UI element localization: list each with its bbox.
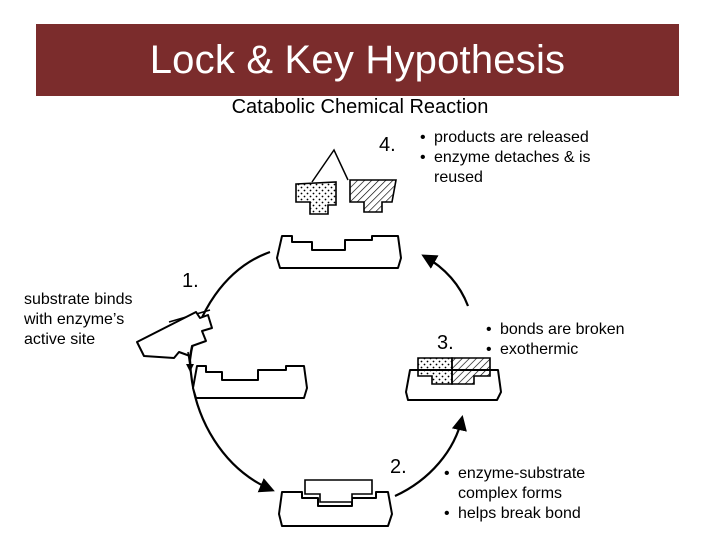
note-item: enzyme detaches & is reused [418,148,638,188]
substrate-bound [304,479,373,503]
step4-number: 4. [379,134,396,156]
step1-description: substrate binds with enzyme’s active sit… [24,291,133,348]
arrow-step3-to-step4 [421,254,470,307]
cycle-arrows [188,250,470,498]
step2-notes: enzyme-substrate complex forms helps bre… [442,464,622,524]
note-item: bonds are broken [484,320,664,340]
enzyme-step3 [405,369,502,401]
step1-number: 1. [182,270,199,292]
slide-title: Lock & Key Hypothesis [149,37,566,82]
product-dotted [295,181,337,215]
note-item: enzyme-substrate complex forms [442,464,622,504]
step2-number: 2. [390,456,407,478]
slide-subtitle: Catabolic Chemical Reaction [231,96,489,118]
step1-substrate-binding [136,309,308,399]
substrate [136,311,213,359]
arrow-step1-to-step2 [188,250,275,493]
title-banner: Lock & Key Hypothesis [36,24,679,96]
step3-number: 3. [437,332,454,354]
note-item: exothermic [484,340,664,360]
arrow-step2-to-step3 [394,414,467,498]
step2-complex [278,479,393,527]
enzyme-step4 [276,235,402,269]
step3-bonds-broken [405,357,502,401]
note-item: helps break bond [442,504,622,524]
release-lines [311,148,349,183]
product-hatched [349,179,397,213]
step3-notes: bonds are broken exothermic [484,320,664,360]
step4-notes: products are released enzyme detaches & … [418,128,638,188]
step4-products-released [276,148,402,269]
enzyme-step1 [192,365,308,399]
note-item: products are released [418,128,638,148]
enzyme-step2 [278,491,393,527]
